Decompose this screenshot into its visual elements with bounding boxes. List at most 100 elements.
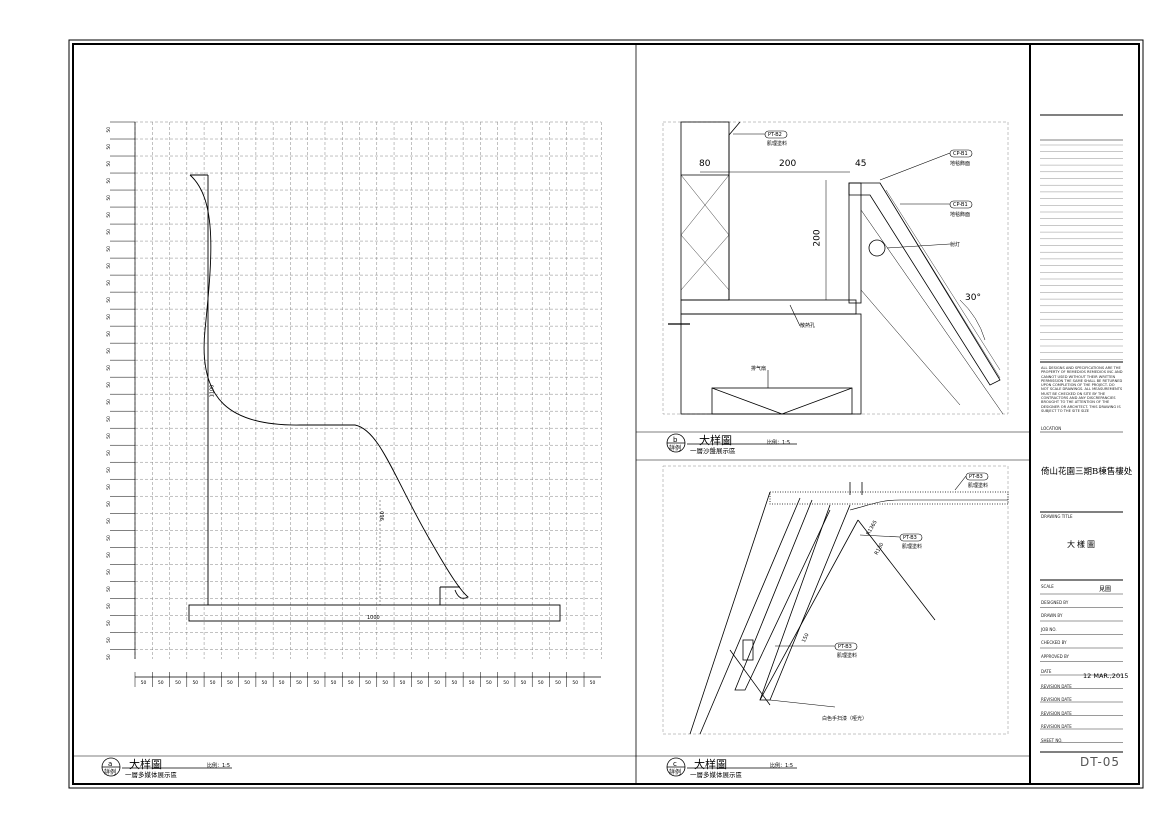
detail-c-scale: 比例：1:5 xyxy=(770,763,794,769)
detail-a-scale: 比例：1:5 xyxy=(207,763,231,769)
grid-tick-label: 50 xyxy=(106,569,112,575)
grid-tick-label: 50 xyxy=(106,382,112,388)
drawing-title-label: DRAWING TITLE xyxy=(1041,514,1073,519)
grid-tick-label: 50 xyxy=(106,654,112,660)
grid-tick-label: 50 xyxy=(106,637,112,643)
grid-tick-label: 50 xyxy=(106,467,112,473)
grid-tick-label: 50 xyxy=(106,127,112,133)
revision-2: REVISION DATE xyxy=(1041,697,1072,702)
grid-tick-label: 50 xyxy=(106,331,112,337)
grid-tick-label: 50 xyxy=(106,399,112,405)
tag-c-3-note: 肌理塗料 xyxy=(837,653,858,659)
grid-tick-label: 50 xyxy=(106,586,112,592)
grid-tick-label: 50 xyxy=(382,680,388,686)
dim-chair-width: 1000 xyxy=(367,615,380,621)
row-designed-by: DESIGNED BY xyxy=(1041,600,1069,605)
grid-tick-label: 50 xyxy=(106,501,112,507)
tag-c-2-code: PT-B3 xyxy=(903,535,917,541)
detail-c-circle-letter: c xyxy=(673,760,677,768)
detail-b-circle-ref: 詳例 xyxy=(669,445,682,452)
detail-b-scale: 比例：1:5 xyxy=(767,440,791,446)
detail-c-title: 大样圖 xyxy=(694,758,727,771)
grid-tick-label: 50 xyxy=(106,263,112,269)
grid-tick-label: 50 xyxy=(192,680,198,686)
grid-tick-label: 50 xyxy=(106,314,112,320)
grid-tick-label: 50 xyxy=(313,680,319,686)
scale-value: 見圖 xyxy=(1099,586,1112,593)
grid-tick-label: 50 xyxy=(469,680,475,686)
location-label: LOCATION xyxy=(1041,426,1062,431)
grid-tick-label: 50 xyxy=(141,680,147,686)
grid-tick-label: 50 xyxy=(400,680,406,686)
grid-tick-label: 50 xyxy=(555,680,561,686)
detail-a-subtitle: 一層多媒体展示區 xyxy=(125,771,177,779)
dim-angle: 30° xyxy=(965,293,981,303)
tag-c-2-note: 肌理塗料 xyxy=(902,544,923,550)
inner-frame xyxy=(72,43,1140,785)
note-light: 射灯 xyxy=(950,242,961,248)
grid-tick-label: 50 xyxy=(331,680,337,686)
detail-a-title: 大样圖 xyxy=(129,758,162,771)
grid-tick-label: 50 xyxy=(106,552,112,558)
row-approved-by: APPROVED BY xyxy=(1041,654,1070,659)
chair-base xyxy=(188,604,561,622)
detail-a-circle-letter: a xyxy=(108,760,113,768)
grid-tick-label: 50 xyxy=(417,680,423,686)
grid-tick-label: 50 xyxy=(106,365,112,371)
grid-tick-label: 50 xyxy=(262,680,268,686)
grid-tick-label: 50 xyxy=(106,416,112,422)
detail-c-circle-ref: 詳例 xyxy=(669,769,682,776)
dim-80: 80 xyxy=(699,159,711,169)
grid-tick-label: 50 xyxy=(106,297,112,303)
drawing-title: 大樣圖 xyxy=(1067,540,1097,549)
grid-tick-label: 50 xyxy=(106,535,112,541)
grid-tick-label: 50 xyxy=(106,518,112,524)
sheet-no: DT-05 xyxy=(1080,755,1121,769)
outer-frame xyxy=(68,39,1144,789)
tag-b-3-note: 地毯飾面 xyxy=(950,212,971,218)
tag-b-2-code: CP-B1 xyxy=(953,151,968,157)
detail-b-circle-letter: b xyxy=(673,436,678,444)
dim-chair-seat: 960 xyxy=(379,511,386,521)
grid-tick-label: 50 xyxy=(244,680,250,686)
dim-chair-height: 1100 xyxy=(209,384,216,398)
note-paint: 白色手扫漆（哑光） xyxy=(822,716,868,722)
project-name: 倚山花園三期B棟售樓处 xyxy=(1041,467,1133,477)
chair-grid xyxy=(134,121,602,659)
tag-c-3-code: PT-B3 xyxy=(838,644,852,650)
revision-3: REVISION DATE xyxy=(1041,711,1072,716)
grid-tick-label: 50 xyxy=(503,680,509,686)
detail-b-subtitle: 一層沙盤展示區 xyxy=(690,447,736,455)
grid-tick-label: 50 xyxy=(279,680,285,686)
chair-back-curve xyxy=(189,174,469,599)
grid-tick-label: 50 xyxy=(451,680,457,686)
grid-tick-label: 50 xyxy=(175,680,181,686)
grid-tick-label: 50 xyxy=(158,680,164,686)
grid-tick-label: 50 xyxy=(106,161,112,167)
detail-b-title: 大样圖 xyxy=(699,434,732,447)
scale-label: SCALE xyxy=(1041,584,1054,589)
grid-tick-label: 50 xyxy=(572,680,578,686)
grid-tick-label: 50 xyxy=(106,229,112,235)
dim-200-v: 200 xyxy=(812,229,823,247)
revision-4: REVISION DATE xyxy=(1041,724,1072,729)
grid-tick-label: 50 xyxy=(365,680,371,686)
note-hole: 散熱孔 xyxy=(800,323,816,329)
multimedia-section xyxy=(662,465,1009,735)
tag-c-1-code: PT-B3 xyxy=(969,474,983,480)
grid-tick-label: 50 xyxy=(106,450,112,456)
grid-tick-label: 50 xyxy=(106,280,112,286)
grid-tick-label: 50 xyxy=(227,680,233,686)
tag-b-2-note: 地毯飾面 xyxy=(950,161,971,167)
grid-tick-label: 50 xyxy=(106,484,112,490)
disclaimer-text: ALL DESIGNS AND SPECIFICATIONS ARE THE P… xyxy=(1041,366,1123,413)
dim-45: 45 xyxy=(855,159,867,169)
dim-200-h: 200 xyxy=(779,159,797,169)
grid-tick-label: 50 xyxy=(106,603,112,609)
grid-tick-label: 50 xyxy=(486,680,492,686)
grid-dimension-labels: 50 50 50 50 50 50 50 50 50 50 50 50 50 50 50 50 50 50 50 50… xyxy=(106,121,601,687)
revision-1: REVISION DATE xyxy=(1041,684,1072,689)
note-vent: 排气扇 xyxy=(751,366,767,372)
tag-c-1-note: 肌理塗料 xyxy=(968,483,989,489)
